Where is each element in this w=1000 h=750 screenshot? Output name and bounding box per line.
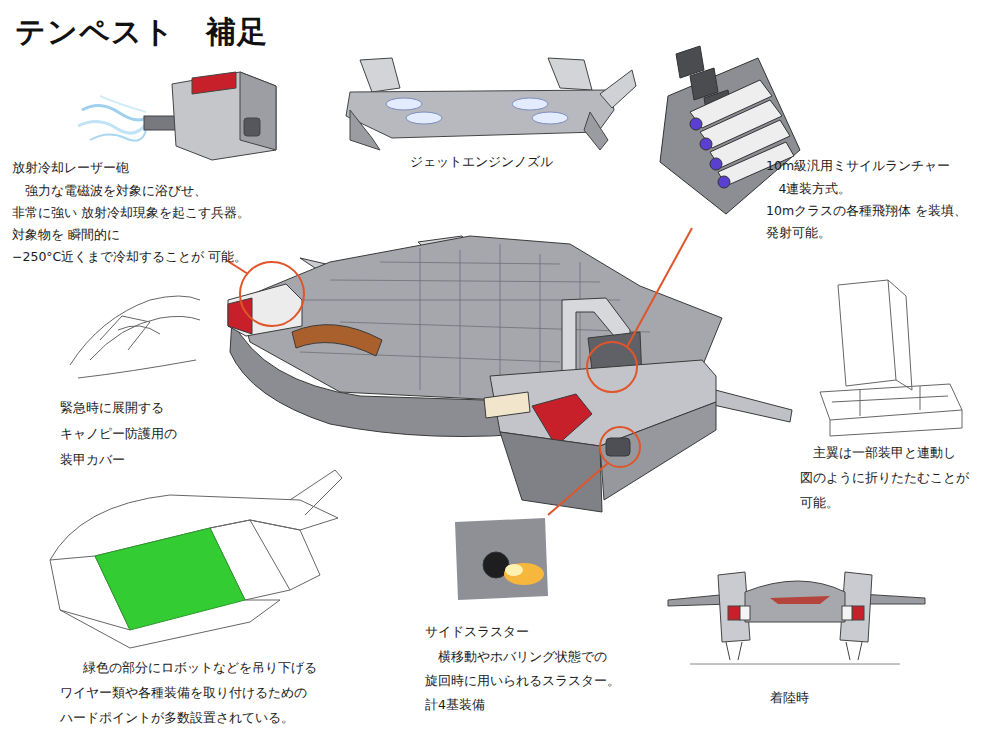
callout-markers-part <box>548 463 608 515</box>
canopy-cover-sketch-part <box>70 296 200 365</box>
main-ship-part <box>600 402 716 500</box>
landing-view-part <box>852 606 864 620</box>
callout-markers-part <box>587 342 637 392</box>
jet-nozzle-view-part <box>600 70 636 108</box>
laser-module <box>78 72 276 160</box>
jet-nozzle-view-part <box>360 58 400 92</box>
laser-module-part <box>172 72 276 160</box>
laser-module-part <box>90 130 146 141</box>
canopy-cover-sketch-part <box>100 316 150 350</box>
hardpoint-sketch-part <box>95 528 245 630</box>
wing-fold-sketch-part <box>888 280 912 390</box>
main-ship-part <box>292 325 382 356</box>
callout-markers-part <box>600 427 640 467</box>
callout-markers-part <box>627 228 692 347</box>
jet-nozzle-view-part <box>532 112 568 124</box>
wing-fold-sketch-part <box>820 384 962 420</box>
canopy-cover-sketch <box>70 296 200 378</box>
part-note: 4連装方式。10mクラスの各種飛翔体 を装填、発射可能。 <box>766 178 994 244</box>
wing-fold-sketch-part <box>838 280 896 386</box>
missile-launcher-part <box>690 118 702 130</box>
part-note: 横移動やホバリング状態での 旋回時に用いられるスラスター。 計4基装備 <box>425 645 623 717</box>
landing-view-part <box>718 572 750 642</box>
wing-fold-sketch-part <box>830 410 962 436</box>
laser-module-part <box>144 116 178 130</box>
hardpoint-sketch-part <box>250 520 320 590</box>
wing-fold-sketch <box>820 280 962 436</box>
side-thruster-detail-part <box>505 564 523 576</box>
landing-view-part <box>728 606 740 620</box>
missile-launcher-part <box>710 158 722 170</box>
jet-nozzle-view <box>346 58 636 150</box>
callout-markers <box>226 228 692 515</box>
missile-launcher-part <box>700 138 712 150</box>
view-caption: 着陸時 <box>770 688 809 708</box>
canopy-cover-sketch-part <box>118 326 160 334</box>
landing-view-part <box>690 664 900 665</box>
part-heading: 10m級汎用ミサイルランチャー <box>766 156 950 176</box>
wing-fold-sketch-part <box>860 386 920 416</box>
side-thruster-detail-part <box>504 563 544 585</box>
landing-view-part <box>842 606 852 620</box>
part-heading: 放射冷却レーザー砲 <box>12 158 129 178</box>
main-ship-part <box>500 432 602 512</box>
landing-view <box>668 572 925 664</box>
main-ship-part <box>606 438 630 456</box>
main-ship-part <box>484 392 530 418</box>
jet-nozzle-view-part <box>548 58 592 90</box>
landing-view-part <box>840 572 872 642</box>
jet-nozzle-view-part <box>386 98 422 110</box>
part-note: 主翼は一部装甲と連動し 図のように折りたたむことが 可能。 <box>800 440 973 515</box>
wing-fold-sketch-part <box>832 396 948 402</box>
part-note: 緊急時に展開する キャノピー防護用の 装甲カバー <box>60 395 183 473</box>
part-note: 緑色の部分にロボットなどを吊り下げる ワイヤー類や各種装備を取り付けるための ハ… <box>60 655 308 730</box>
laser-module-part <box>244 118 260 136</box>
jet-nozzle-view-part <box>584 112 608 150</box>
side-thruster-detail-part <box>455 518 548 600</box>
laser-module-part <box>240 72 276 150</box>
side-thruster-detail <box>455 518 548 600</box>
jet-nozzle-view-part <box>512 98 548 110</box>
landing-view-part <box>745 581 845 622</box>
laser-module-part <box>100 96 146 112</box>
jet-nozzle-view-part <box>406 112 442 124</box>
jet-nozzle-view-part <box>346 90 614 138</box>
laser-module-part <box>82 105 146 120</box>
main-ship <box>228 236 792 512</box>
laser-module-part <box>78 121 146 133</box>
canopy-cover-sketch-part <box>90 316 200 360</box>
canopy-cover-sketch-part <box>78 360 196 378</box>
landing-view-part <box>740 606 750 620</box>
part-heading: サイドスラスター <box>425 622 529 642</box>
hardpoint-sketch-part <box>290 470 342 515</box>
hardpoint-sketch <box>50 470 342 648</box>
jet-nozzle-view-part <box>350 110 380 150</box>
part-heading: ジェットエンジンノズル <box>410 152 553 172</box>
laser-module-part <box>192 72 236 94</box>
sheet-title: テンペスト 補足 <box>15 12 268 53</box>
missile-launcher-part <box>718 176 730 188</box>
landing-view-part <box>726 642 862 660</box>
landing-view-part <box>770 596 830 604</box>
callout-markers-part <box>240 262 304 326</box>
part-note: 強力な電磁波を対象に浴びせ、非常に強い 放射冷却現象を起こす兵器。対象物を 瞬間… <box>12 180 270 268</box>
